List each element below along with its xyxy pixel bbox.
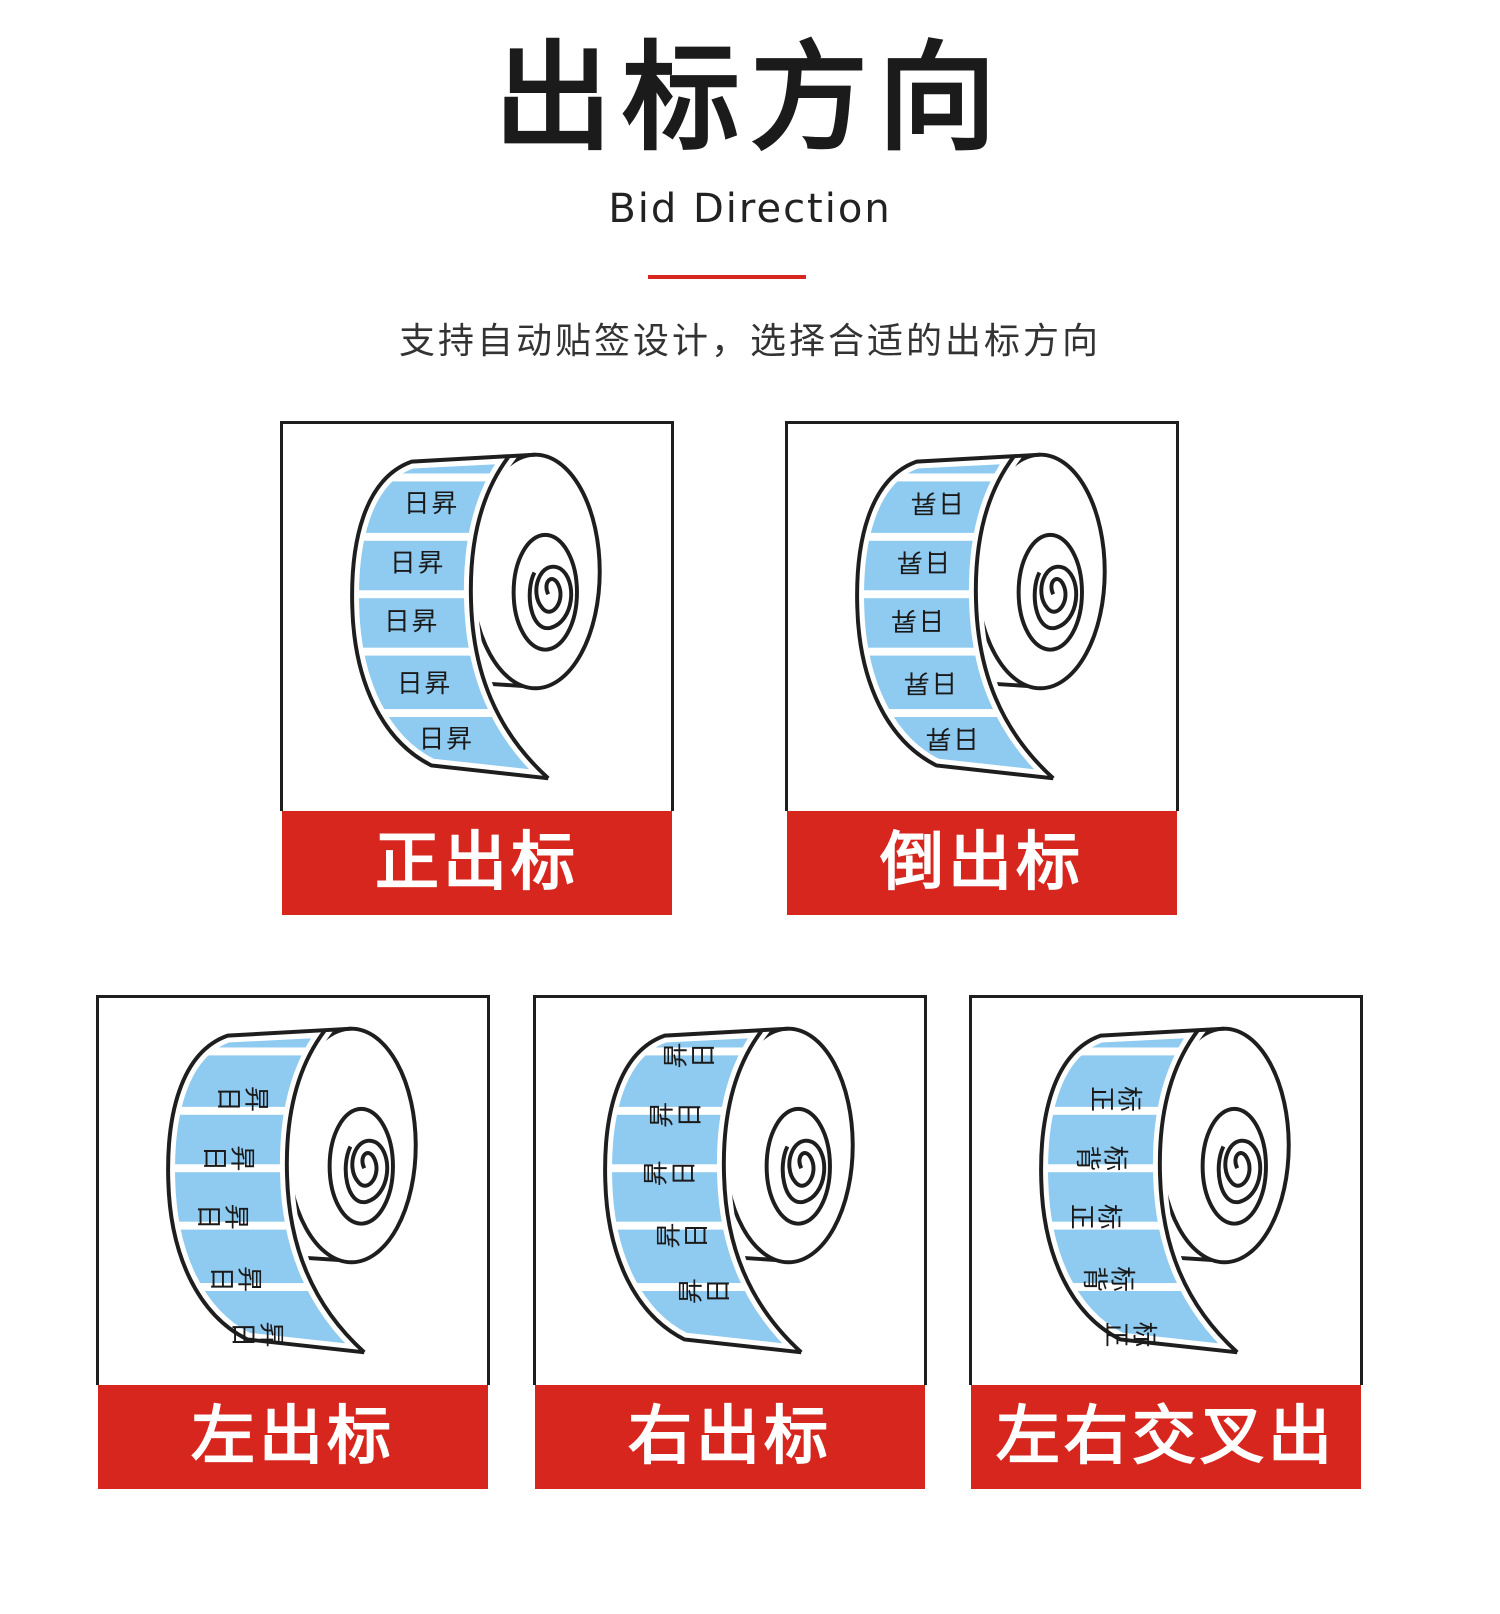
- label-text: 日昇: [661, 1041, 719, 1069]
- roll-outline: [603, 1026, 803, 1355]
- label-text: 日昇: [213, 1086, 271, 1114]
- label-text: 正标: [1101, 1322, 1159, 1350]
- label-text: 日昇: [909, 487, 964, 517]
- label-text: 日昇: [397, 669, 452, 699]
- label-text: 日昇: [206, 1266, 264, 1294]
- card-right-output: 日昇日昇日昇日昇日昇 右出标: [533, 995, 927, 1489]
- card-label: 正出标: [282, 811, 672, 915]
- label-text: 日昇: [648, 1100, 706, 1128]
- label-text: 背标: [1079, 1266, 1137, 1294]
- card-left-output: 日昇日昇日昇日昇日昇 左出标: [96, 995, 490, 1489]
- roll-core: [1016, 532, 1084, 652]
- label-text: 日昇: [384, 607, 439, 637]
- label-roll-illustration: 正标背标正标背标正标: [969, 995, 1363, 1385]
- label-roll-illustration: 日昇日昇日昇日昇日昇: [96, 995, 490, 1385]
- label-text: 日昇: [228, 1322, 286, 1350]
- divider: [648, 275, 806, 279]
- label-text: 日昇: [642, 1158, 700, 1186]
- card-front-output: 日昇日昇日昇日昇日昇 正出标: [280, 421, 674, 915]
- label-text: 日昇: [404, 489, 459, 519]
- label-text: 日昇: [390, 548, 445, 578]
- roll-spiral: [1216, 1138, 1263, 1204]
- label-text: 日昇: [199, 1145, 257, 1173]
- description: 支持自动贴签设计，选择合适的出标方向: [398, 321, 1101, 362]
- label-sticker: [352, 463, 549, 474]
- label-sticker: [605, 1037, 802, 1048]
- label-sticker: [857, 463, 1054, 474]
- roll-core: [1200, 1106, 1268, 1226]
- label-text: 日昇: [924, 723, 979, 753]
- roll-outline: [1039, 1026, 1239, 1355]
- label-text: 日昇: [889, 605, 944, 635]
- roll-spiral: [343, 1138, 390, 1204]
- roll-core: [327, 1106, 395, 1226]
- label-text: 正标: [1066, 1204, 1124, 1232]
- roll-spiral: [1032, 564, 1079, 630]
- label-roll-illustration: 日昇日昇日昇日昇日昇: [533, 995, 927, 1385]
- label-text: 日昇: [193, 1204, 251, 1232]
- label-text: 正标: [1086, 1086, 1144, 1114]
- roll-outline: [855, 452, 1055, 781]
- label-roll-illustration: 日昇日昇日昇日昇日昇: [280, 421, 674, 811]
- label-roll-illustration: 日昇日昇日昇日昇日昇: [785, 421, 1179, 811]
- label-text: 日昇: [895, 547, 950, 577]
- label-text: 日昇: [419, 725, 474, 755]
- card-cross-output: 正标背标正标背标正标 左右交叉出标: [969, 995, 1363, 1578]
- roll-core: [764, 1106, 832, 1226]
- label-text: 日昇: [902, 667, 957, 697]
- label-text: 背标: [1072, 1145, 1130, 1173]
- card-label: 右出标: [535, 1385, 925, 1489]
- label-text: 日昇: [655, 1221, 713, 1249]
- label-sticker: [168, 1037, 365, 1048]
- roll-outline: [166, 1026, 366, 1355]
- card-label: 倒出标: [787, 811, 1177, 915]
- label-sticker: [1041, 1037, 1238, 1048]
- page-title: 出标方向: [493, 29, 1006, 167]
- roll-spiral: [527, 564, 574, 630]
- roll-outline: [350, 452, 550, 781]
- card-reverse-output: 日昇日昇日昇日昇日昇 倒出标: [785, 421, 1179, 915]
- label-text: 日昇: [676, 1276, 734, 1304]
- page-subtitle: Bid Direction: [608, 186, 892, 232]
- card-label: 左出标: [98, 1385, 488, 1489]
- card-label: 左右交叉出标: [971, 1385, 1361, 1578]
- roll-spiral: [780, 1138, 827, 1204]
- roll-core: [511, 532, 579, 652]
